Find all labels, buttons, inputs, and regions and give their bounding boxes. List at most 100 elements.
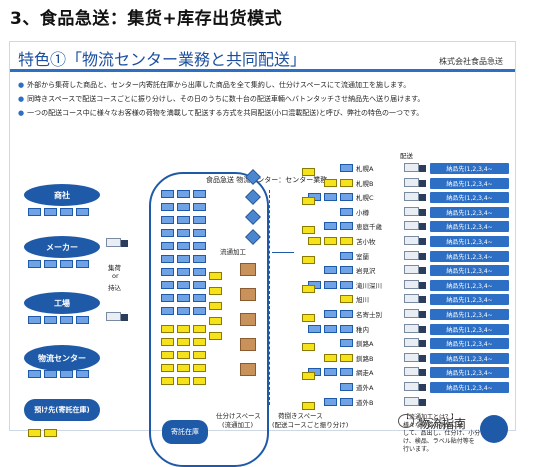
- route-label: 室蘭: [356, 252, 369, 261]
- cargo-box-blue: [161, 203, 174, 211]
- slide-header: 特色①「物流センター業務と共同配送」 株式会社食品急送: [10, 42, 515, 72]
- center-title: 食品急送 物流センター：センター業務: [206, 176, 328, 184]
- cargo-box-yellow: [193, 351, 206, 359]
- store-destination: 納品先(1,2,3,4~: [430, 163, 509, 174]
- cargo-box-yellow: [44, 429, 57, 437]
- cargo-box-blue: [177, 203, 190, 211]
- bullet-icon: ●: [18, 81, 25, 89]
- cargo-box-blue: [177, 281, 190, 289]
- cargo-box-blue: [324, 368, 337, 377]
- cargo-box-blue: [340, 383, 353, 391]
- store-destination: 納品先(1,2,3,4~: [430, 338, 509, 350]
- cargo-box-blue: [340, 324, 353, 333]
- slide-title: 特色①「物流センター業務と共同配送」: [18, 50, 307, 69]
- cargo-box-blue: [340, 368, 353, 377]
- delivery-truck-icon: [404, 206, 426, 218]
- cargo-box-yellow: [324, 237, 337, 245]
- watermark: 物流指南: [418, 417, 467, 431]
- cargo-box-yellow: [193, 364, 206, 372]
- delivery-truck-icon: [404, 265, 426, 276]
- cargo-box-blue: [340, 280, 353, 289]
- cargo-box-blue: [161, 294, 174, 302]
- delivery-truck-icon: [404, 221, 426, 232]
- route-label: 苫小牧: [356, 238, 376, 246]
- cargo-box-blue: [193, 268, 206, 276]
- route-label: 札幌A: [356, 165, 374, 173]
- cargo-box-yellow: [324, 178, 337, 187]
- collect-or-label: or: [112, 272, 119, 280]
- cargo-box-blue: [340, 222, 353, 231]
- route-label: 釧路B: [356, 354, 374, 363]
- store-destination: 納品先(1,2,3,4~: [430, 279, 509, 291]
- cargo-box-blue: [193, 203, 206, 211]
- cargo-box-blue: [340, 251, 353, 260]
- package-icon: [240, 363, 256, 376]
- route-label: 釧路A: [356, 340, 374, 349]
- cargo-box-blue: [193, 216, 206, 224]
- cargo-box-yellow: [340, 237, 353, 245]
- cargo-box-blue: [177, 242, 190, 250]
- cargo-box-blue: [177, 190, 190, 198]
- store-destination: 納品先(1,2,3,4~: [430, 265, 509, 277]
- bullet-item: ●外部から集荷した商品と、センター内寄託在庫から出庫した商品を全て集約し、仕分け…: [18, 81, 411, 89]
- cargo-box-yellow: [209, 332, 222, 340]
- cargo-box-yellow: [209, 287, 222, 295]
- cargo-box-yellow: [177, 325, 190, 333]
- supplier-consign: 預け先(寄託在庫): [24, 399, 100, 421]
- process-note: 【流通加工とは？】 様々な荷姿の商品に対 して、品出し、仕分け、小分 け、検品、…: [403, 414, 481, 453]
- store-destination: 納品先(1,2,3,4~: [430, 352, 509, 364]
- cargo-box-blue: [340, 164, 353, 172]
- collect-truck-icon: [106, 238, 128, 249]
- cargo-box-yellow: [324, 353, 337, 362]
- cargo-box-blue: [324, 280, 337, 289]
- cargo-box-blue: [76, 208, 89, 216]
- store-destination: 納品先(1,2,3,4~: [430, 206, 509, 218]
- cargo-box-blue: [193, 307, 206, 315]
- route-label: 名寄士別: [356, 311, 382, 319]
- divider-line: [269, 190, 270, 405]
- cargo-box-blue: [193, 190, 206, 198]
- cargo-box-blue: [324, 397, 337, 406]
- delivery-truck-icon: [404, 323, 426, 335]
- cargo-box-blue: [28, 208, 41, 216]
- cargo-box-blue: [44, 260, 57, 268]
- sort-space-label: 仕分けスペース: [216, 412, 261, 420]
- cargo-box-blue: [28, 260, 41, 268]
- bullet-icon: ●: [18, 109, 25, 117]
- delivery-truck-icon: [404, 236, 426, 247]
- cargo-box-blue: [161, 216, 174, 224]
- store-destination: 納品先(1,2,3,4~: [430, 367, 509, 379]
- supplier-maker: メーカー: [24, 236, 100, 258]
- cargo-box-yellow: [302, 168, 315, 176]
- package-icon: [240, 288, 256, 301]
- cargo-box-yellow: [161, 338, 174, 346]
- cargo-box-blue: [161, 255, 174, 263]
- cargo-box-blue: [177, 307, 190, 315]
- cargo-box-blue: [193, 229, 206, 237]
- supplier-factory: 工場: [24, 292, 100, 314]
- collect-label: 集荷: [108, 264, 121, 272]
- consign-stock: 寄託在庫: [162, 420, 208, 444]
- cargo-box-blue: [324, 324, 337, 333]
- process-label: 流通加工: [220, 248, 246, 256]
- cargo-box-blue: [193, 255, 206, 263]
- delivery-truck-icon: [404, 367, 426, 378]
- cargo-box-blue: [60, 370, 73, 378]
- cargo-box-yellow: [302, 314, 315, 322]
- cargo-box-blue: [76, 316, 89, 324]
- decor-circle: [480, 415, 508, 443]
- package-icon: [240, 313, 256, 326]
- bullet-list: ●外部から集荷した商品と、センター内寄託在庫から出庫した商品を全て集約し、仕分け…: [18, 78, 424, 120]
- delivery-truck-icon: [404, 352, 426, 364]
- cargo-box-blue: [161, 281, 174, 289]
- supplier-trading: 商社: [24, 184, 100, 206]
- cargo-box-yellow: [177, 338, 190, 346]
- delivery-truck-icon: [404, 382, 426, 393]
- delivery-truck-icon: [404, 163, 426, 174]
- collect-bring-label: 持込: [108, 284, 121, 292]
- cargo-box-blue: [44, 316, 57, 324]
- cargo-box-yellow: [161, 364, 174, 372]
- cargo-box-blue: [76, 370, 89, 378]
- cargo-box-blue: [340, 310, 353, 318]
- cargo-box-blue: [340, 207, 353, 216]
